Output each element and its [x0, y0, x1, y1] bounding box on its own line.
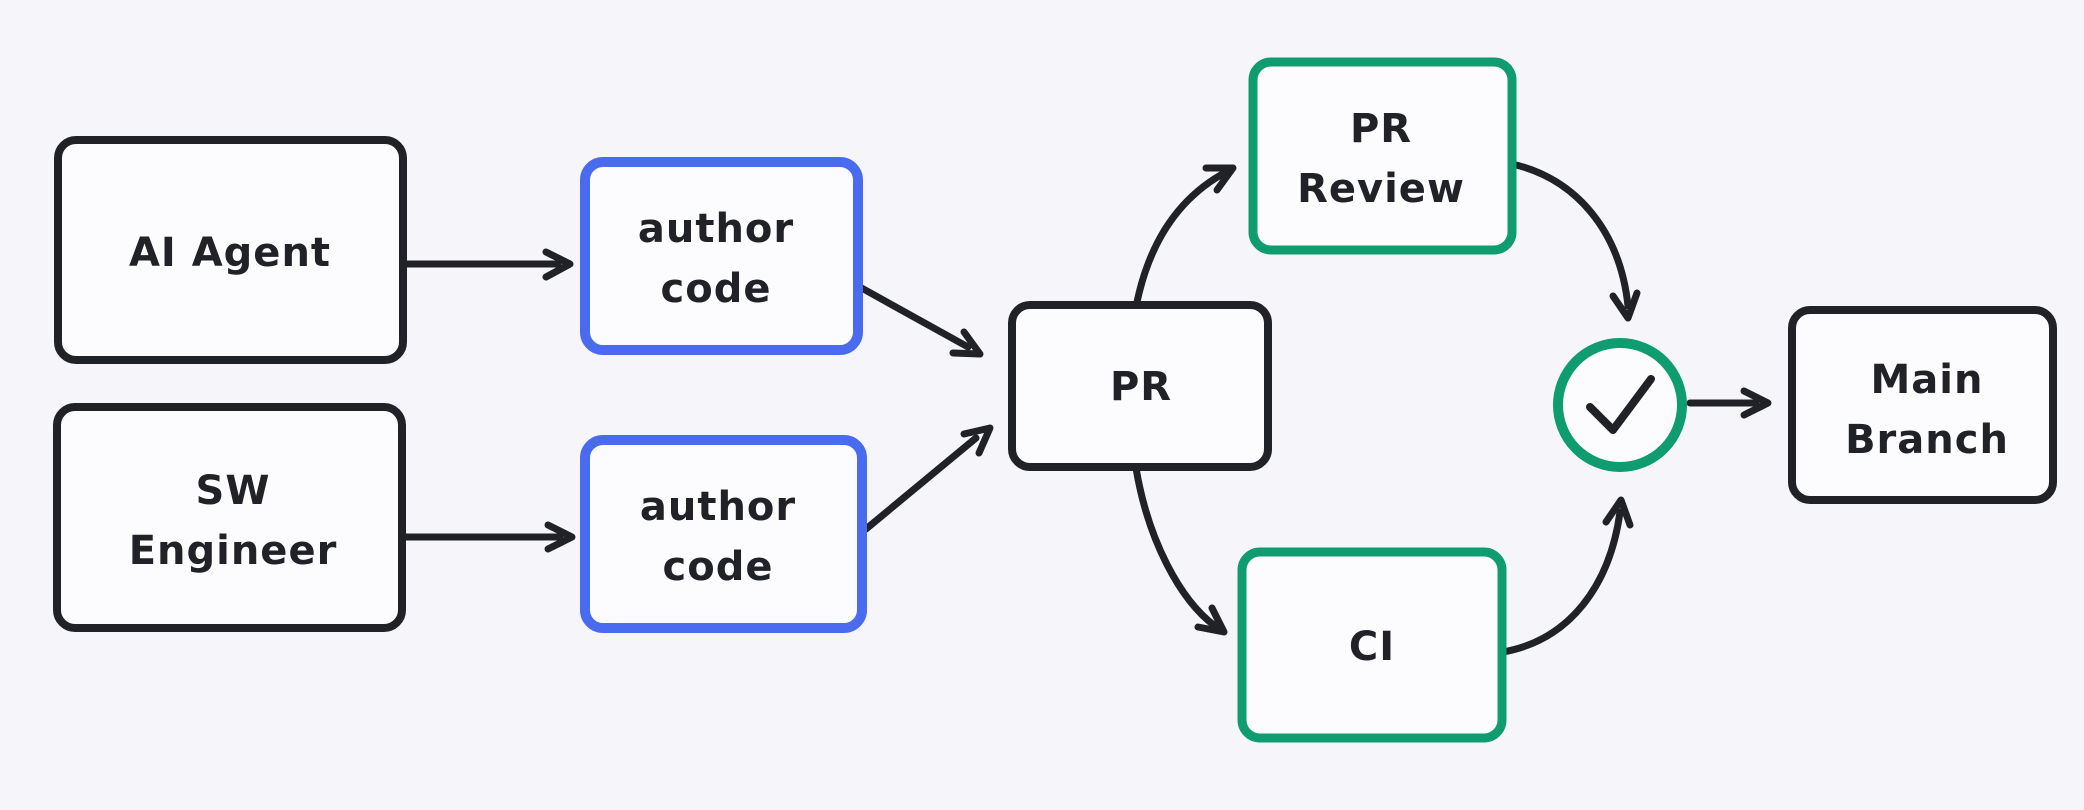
- node-ci[interactable]: CI: [1237, 547, 1507, 743]
- main-branch-label-line2: Branch: [1845, 417, 2009, 463]
- sw-engineer-box[interactable]: [53, 403, 406, 632]
- pr-box[interactable]: [1008, 301, 1272, 471]
- node-pr-review[interactable]: PR Review: [1248, 57, 1517, 255]
- author-code-bottom-label-line2: code: [663, 544, 774, 590]
- arrow-checks-to-main-branch[interactable]: [1686, 387, 1772, 419]
- author-code-top-label-line2: code: [661, 266, 772, 312]
- ci-box[interactable]: [1237, 547, 1507, 743]
- arrow-pr-to-pr-review[interactable]: [1133, 164, 1237, 306]
- arrow-pr-to-ci[interactable]: [1132, 464, 1228, 636]
- pr-review-label-line1: PR: [1350, 106, 1412, 152]
- node-pr[interactable]: PR: [1008, 301, 1272, 471]
- arrow-pr-review-to-checks[interactable]: [1508, 160, 1641, 322]
- check-icon: [1586, 375, 1655, 434]
- author-code-bottom-label-line1: author: [640, 484, 796, 530]
- author-code-bottom-box[interactable]: [580, 435, 867, 633]
- arrow-sw-engineer-to-author-code[interactable]: [398, 521, 576, 553]
- pr-review-box[interactable]: [1248, 57, 1517, 255]
- arrow-ci-to-checks[interactable]: [1499, 496, 1634, 656]
- main-branch-box[interactable]: [1788, 306, 2057, 504]
- node-author-code-top[interactable]: author code: [580, 157, 863, 355]
- main-branch-label-line1: Main: [1871, 357, 1984, 403]
- ai-agent-label: AI Agent: [129, 230, 331, 276]
- arrow-ai-agent-to-author-code[interactable]: [399, 248, 574, 281]
- pr-review-label-line2: Review: [1297, 166, 1465, 212]
- sw-engineer-label-line2: Engineer: [129, 528, 338, 574]
- pr-label: PR: [1110, 364, 1172, 410]
- edges-layer: [398, 160, 1772, 656]
- arrow-author-code-bottom-to-pr[interactable]: [862, 424, 994, 533]
- sw-engineer-label-line1: SW: [196, 468, 271, 514]
- ci-label: CI: [1349, 624, 1395, 670]
- node-sw-engineer[interactable]: SW Engineer: [53, 403, 406, 632]
- author-code-top-label-line1: author: [638, 206, 794, 252]
- node-ai-agent[interactable]: AI Agent: [54, 136, 407, 364]
- author-code-top-box[interactable]: [580, 157, 863, 355]
- node-main-branch[interactable]: Main Branch: [1788, 306, 2057, 504]
- node-author-code-bottom[interactable]: author code: [580, 435, 867, 633]
- node-checks-passed[interactable]: [1553, 338, 1687, 472]
- arrow-author-code-top-to-pr[interactable]: [854, 282, 984, 358]
- ai-agent-box[interactable]: [54, 136, 407, 364]
- checks-passed-circle[interactable]: [1553, 338, 1687, 472]
